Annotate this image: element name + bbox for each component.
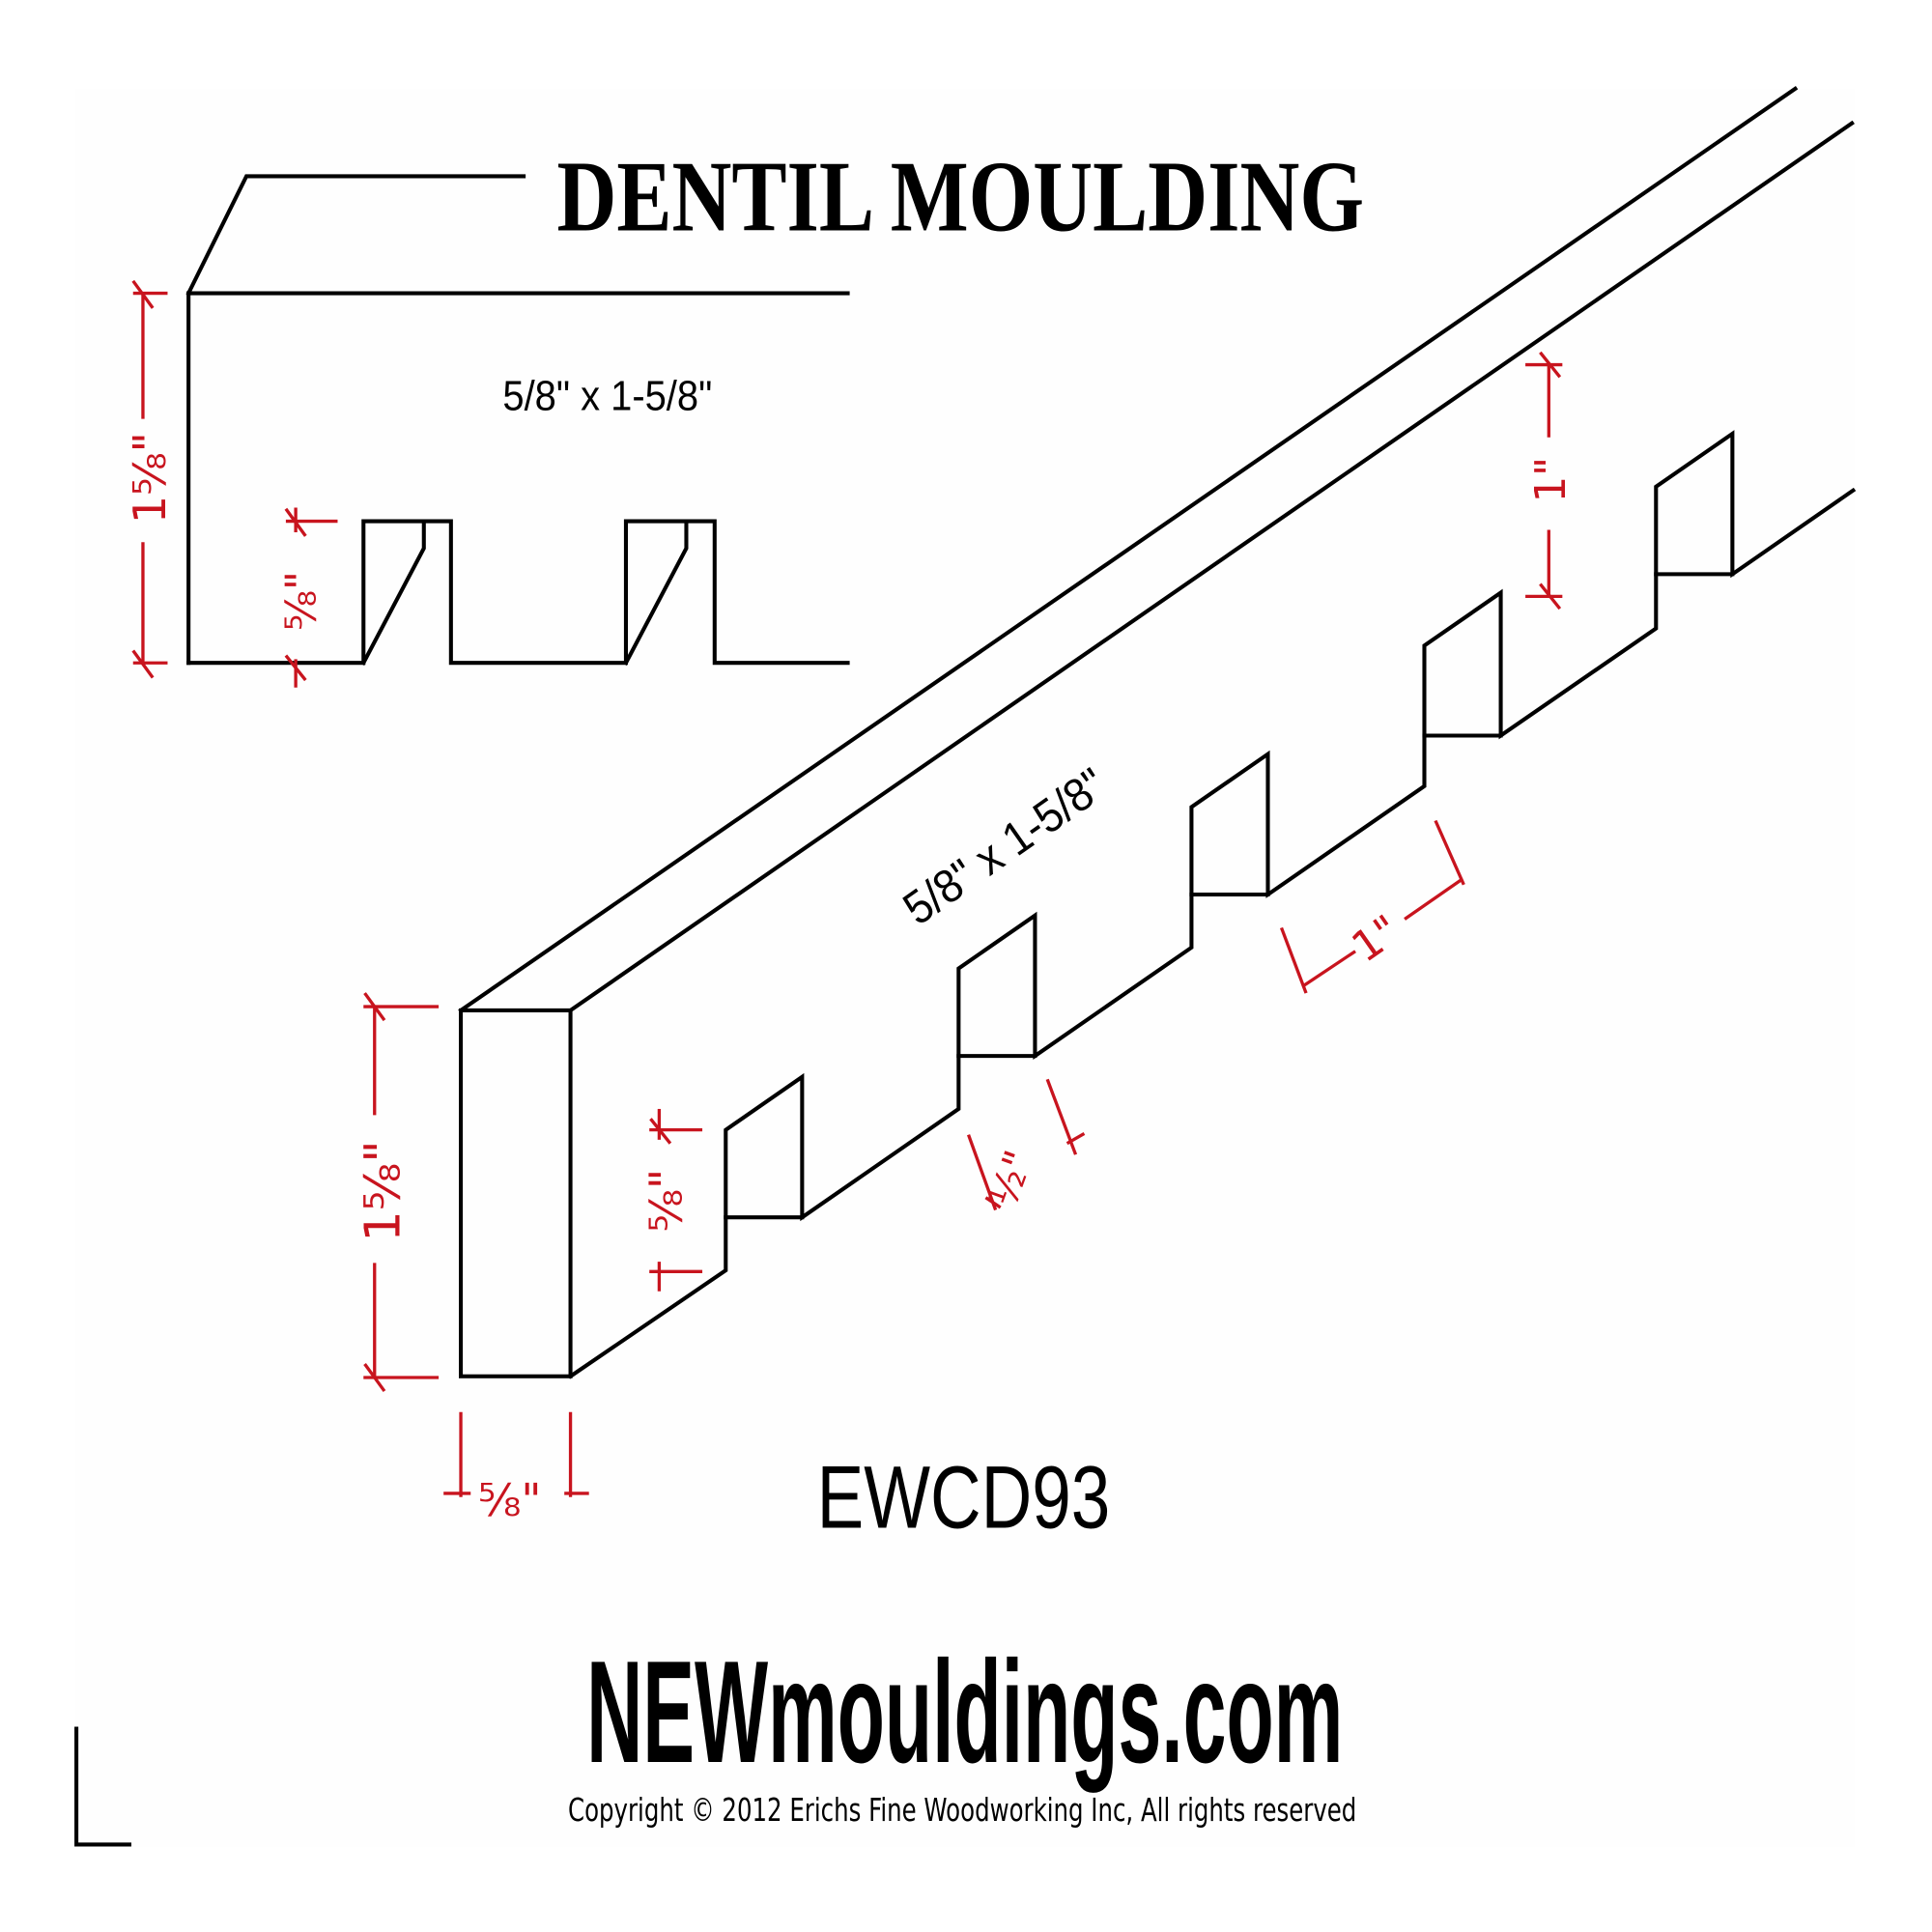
iso-dentil-depth-dimension: ⅝" [639,1108,703,1292]
isometric-view: 5/8" x 1-5/8" 1⅝" ⅝" [355,85,1857,1526]
iso-thickness-dimension: ⅝" [443,1411,589,1526]
iso-size-label: 5/8" x 1-5/8" [895,758,1116,935]
copyright-notice: Copyright © 2012 Erichs Fine Woodworking… [568,1791,1356,1829]
profile-height-dimension: 1⅝" [124,279,176,679]
iso-height-dimension: 1⅝" [355,992,440,1393]
iso-top-front-edge [567,120,1855,1013]
iso-dentil-edge [567,430,1857,1379]
corner-crop-mark [74,1726,131,1847]
iso-dentil-depth-label: ⅝" [639,1169,692,1233]
iso-top-band-dimension: 1" [1525,351,1576,611]
iso-thickness-label: ⅝" [478,1474,542,1526]
profile-dentil-face-2 [623,519,689,666]
profile-dentil-face-1 [360,519,426,666]
iso-block-width-label: 1" [1344,906,1409,972]
part-number: EWCD93 [817,1449,1111,1548]
iso-top-back-edge [458,85,1799,1013]
iso-height-label: 1⅝" [355,1140,412,1241]
iso-gap-dimension: ½" [966,1078,1086,1213]
iso-top-band-label: 1" [1527,457,1576,503]
iso-gap-label: ½" [980,1145,1042,1213]
drawing-sheet [75,89,1855,1847]
profile-dentil-depth-label: ⅝" [278,571,327,631]
brand-name: NEWmouldings.com [586,1631,1343,1793]
profile-height-label: 1⅝" [124,432,176,524]
profile-top-bevel [185,174,526,297]
iso-block-width-dimension: 1" [1279,819,1465,994]
iso-end-face [459,1008,573,1378]
profile-dentil-edge [186,519,850,666]
drawing-title: DENTIL MOULDING [557,141,1364,253]
profile-size-label: 5/8" x 1-5/8" [502,374,712,420]
profile-view: 5/8" x 1-5/8" 1⅝" ⅝" [124,174,850,688]
profile-dentil-depth-dimension: ⅝" [278,507,338,688]
